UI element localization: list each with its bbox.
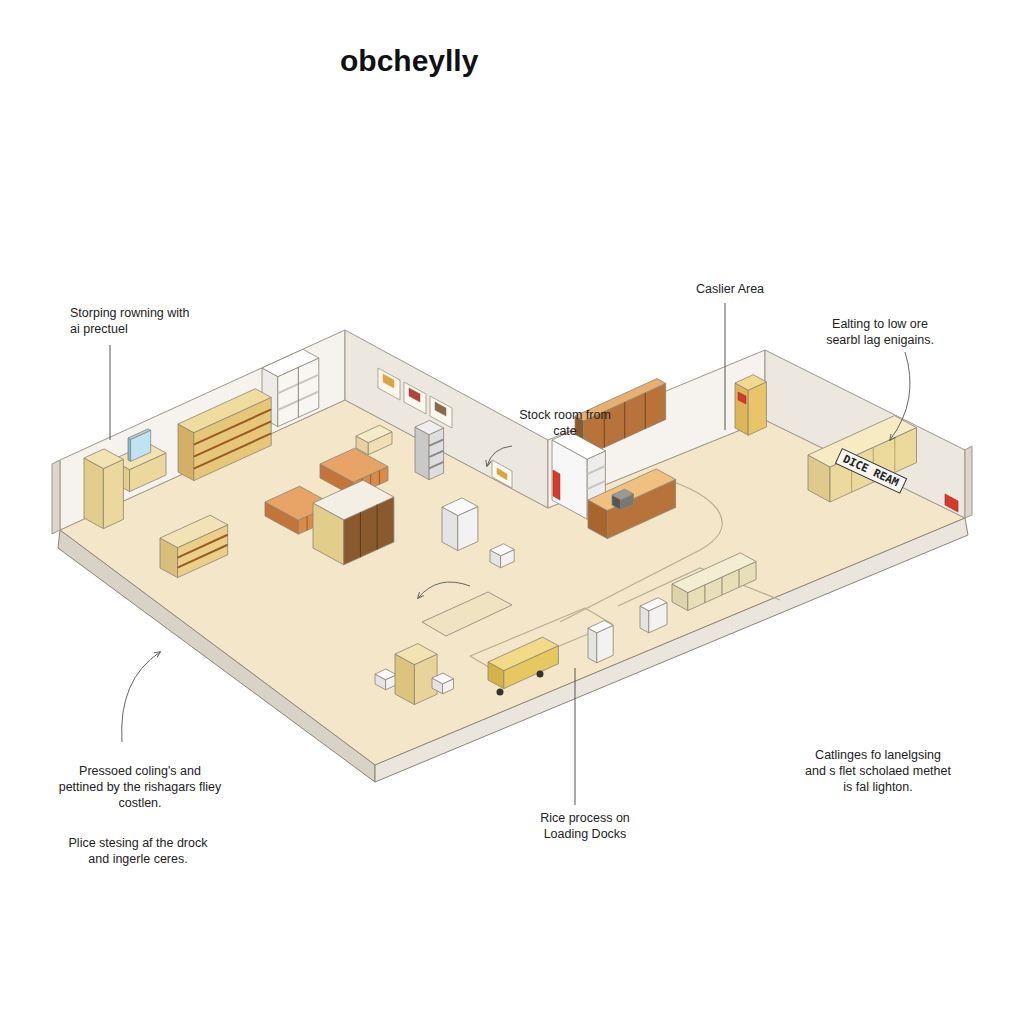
cabinet-division <box>298 367 299 417</box>
storage-shelf <box>178 389 271 433</box>
wall <box>60 330 345 530</box>
leader-line <box>725 303 726 430</box>
red-sign <box>738 392 746 404</box>
machine <box>442 498 478 516</box>
callout-label: Catlinges fo lanelgsing and s flet schol… <box>803 747 953 795</box>
refrigerator <box>84 458 103 529</box>
wall-notice <box>497 468 507 480</box>
refrigerator <box>84 449 123 469</box>
shelf-row <box>587 481 605 489</box>
post <box>588 621 613 633</box>
workbench <box>422 592 512 636</box>
wall <box>765 350 965 518</box>
cabinet-division <box>377 505 378 550</box>
leader-line <box>110 345 111 440</box>
small-box <box>375 669 397 680</box>
crate-row <box>672 553 756 593</box>
cabinet-division <box>307 516 308 530</box>
exit-sign <box>945 494 958 512</box>
callout-label: Storping rowning with ai prectuel <box>70 305 195 337</box>
wall-notice <box>492 460 512 488</box>
red-locker <box>735 383 748 435</box>
cash-register <box>612 489 634 500</box>
small-box <box>432 673 454 684</box>
monitor <box>128 429 151 440</box>
callout-label: Pressoed coling's and pettined by the ri… <box>58 763 223 811</box>
shelf-row <box>194 409 271 444</box>
machine <box>395 644 437 665</box>
shelf-row <box>587 466 605 474</box>
callout-label: Caslier Area <box>675 281 785 297</box>
callout-label: Ealting to low ore searbl lag enigains. <box>820 316 940 348</box>
cabinet-division <box>360 512 361 557</box>
cart-wheel <box>537 671 544 678</box>
wall-picture <box>435 402 446 416</box>
shelf-row <box>429 451 444 458</box>
cabinet-division <box>704 585 705 603</box>
display-cabinet <box>313 480 394 520</box>
cabinet-division <box>721 577 722 595</box>
locker-stripe <box>553 470 560 500</box>
shelf-row <box>178 535 228 558</box>
small-device <box>490 544 514 556</box>
wall <box>345 330 548 508</box>
callout-arrow <box>890 352 910 440</box>
wall-picture <box>378 368 400 400</box>
cart <box>488 637 558 671</box>
wall-picture <box>383 374 394 388</box>
callout-label: Plice stesing af the drock and ingerle c… <box>58 835 218 867</box>
callout-arrow <box>122 652 160 742</box>
cabinet-division <box>624 402 625 438</box>
shelf-row <box>429 439 444 446</box>
machine <box>415 420 444 434</box>
cabinet-division <box>739 569 740 587</box>
shelf-row <box>178 545 228 568</box>
floor-slab <box>58 530 375 782</box>
red-locker <box>748 382 766 435</box>
wall <box>52 460 60 534</box>
cabinet-division <box>645 393 646 429</box>
red-locker <box>735 375 766 391</box>
leader-line <box>575 668 576 805</box>
white-cabinet <box>262 349 319 376</box>
wall <box>965 446 972 518</box>
callout-label: Rice process on Loading Docks <box>525 810 645 842</box>
small-table <box>356 425 392 443</box>
storage-shelf <box>178 424 194 481</box>
flow-arrow <box>418 582 470 598</box>
refrigerator <box>103 459 123 528</box>
wall-picture <box>404 382 426 414</box>
machine <box>429 428 444 480</box>
title: obcheylly <box>340 44 478 78</box>
post <box>588 628 597 663</box>
cabinet-division <box>379 470 380 484</box>
bin <box>640 598 667 611</box>
callout-arrow <box>487 446 512 466</box>
wall-picture <box>409 388 420 402</box>
shelf-row <box>429 462 444 469</box>
cashier-counter <box>588 469 676 511</box>
storage-shelf <box>160 515 228 547</box>
cart-wheel <box>497 689 504 696</box>
cabinet-division <box>894 437 895 472</box>
machine <box>415 427 429 480</box>
floor-slab <box>375 518 968 782</box>
pallet <box>320 448 388 482</box>
callout-label: Stock room from cate <box>515 407 615 439</box>
